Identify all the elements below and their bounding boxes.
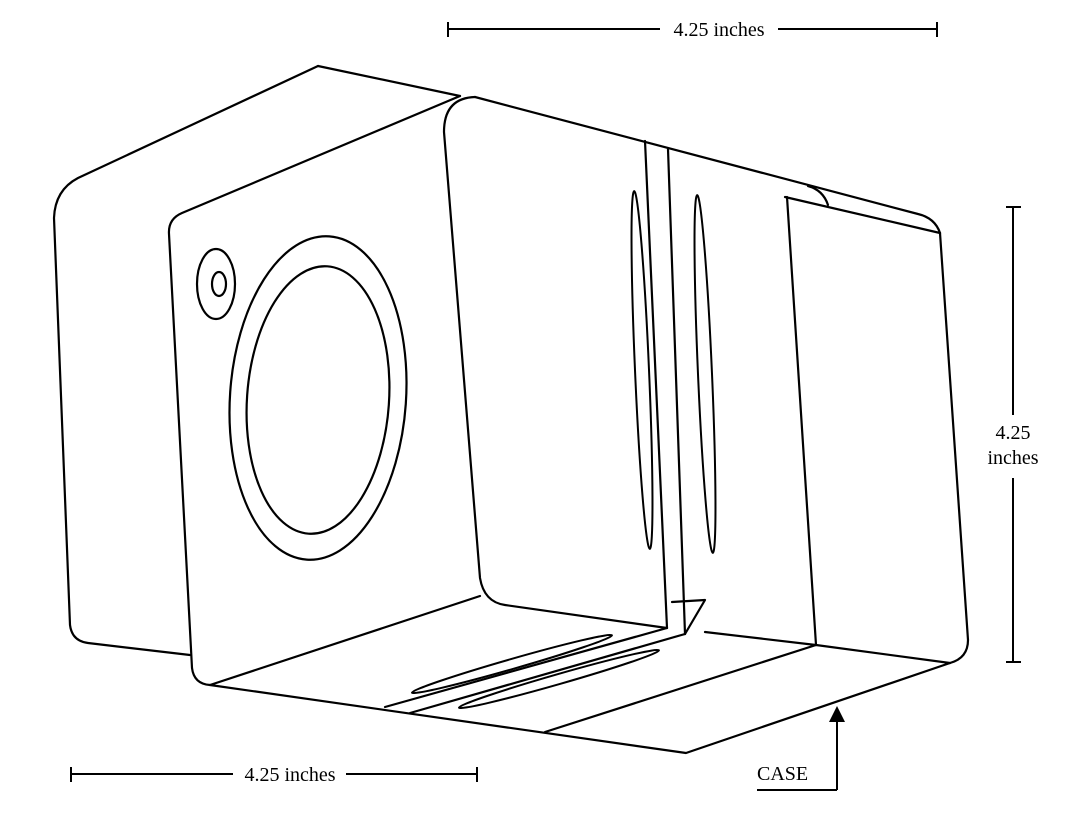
right-dimension: 4.25 inches [987,206,1039,663]
front-face [167,94,482,687]
side-vent-slots [630,190,717,554]
bottom-dimension-label: 4.25 inches [244,764,335,786]
speaker-cone [228,235,408,561]
back-housing [52,64,462,657]
case-arrowhead [829,706,845,722]
jack-port [195,247,237,321]
right-dimension-label-line2: inches [987,447,1038,469]
right-end-panel [703,195,970,665]
case-callout: CASE [757,706,845,791]
right-dimension-label-line1: 4.25 [996,422,1031,444]
bottom-vent-slots [411,633,660,710]
jack-outer-ring [195,247,237,321]
top-dimension: 4.25 inches [447,19,938,41]
bottom-vent-slot-2 [458,648,660,710]
side-vent-slot-1 [630,190,654,550]
bottom-dimension: 4.25 inches [70,764,478,786]
speaker-inner-ring [245,265,391,535]
middle-block [442,95,707,636]
bottom-faces [208,626,952,755]
bottom-vent-slot-1 [411,633,613,695]
jack-inner-ring [210,270,228,298]
side-vent-slot-2 [693,194,717,554]
top-dimension-label: 4.25 inches [673,19,764,41]
speaker-outer-ring [228,235,408,561]
case-label: CASE [757,763,808,785]
top-strip [473,95,942,235]
